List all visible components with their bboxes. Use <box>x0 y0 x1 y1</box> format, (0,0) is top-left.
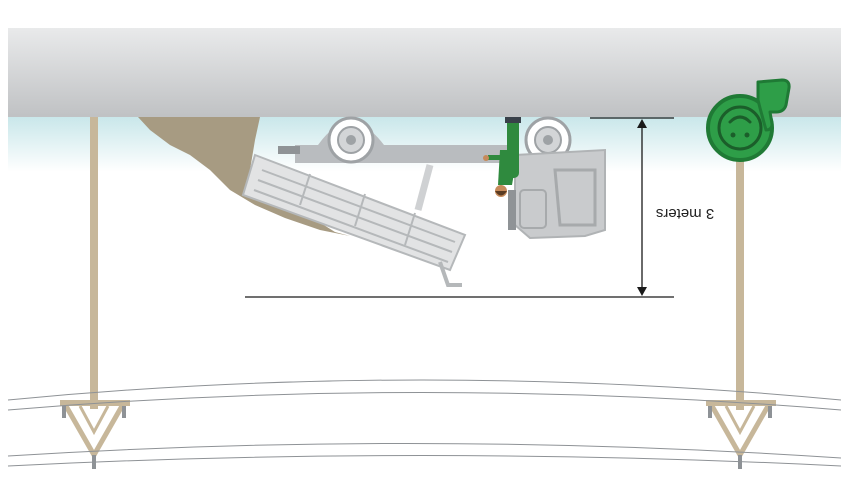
truck <box>241 116 606 287</box>
dirt-mound <box>138 117 350 236</box>
measurement-label: 3 meters <box>656 205 714 222</box>
power-lines <box>7 379 841 467</box>
thumbs-down-sad-face-icon <box>706 78 791 162</box>
worker-figure <box>483 117 521 197</box>
bucket-platform <box>241 153 467 287</box>
ground-strip <box>8 28 841 118</box>
measurement-indicator <box>245 117 674 298</box>
right-utility-pole <box>706 150 776 469</box>
